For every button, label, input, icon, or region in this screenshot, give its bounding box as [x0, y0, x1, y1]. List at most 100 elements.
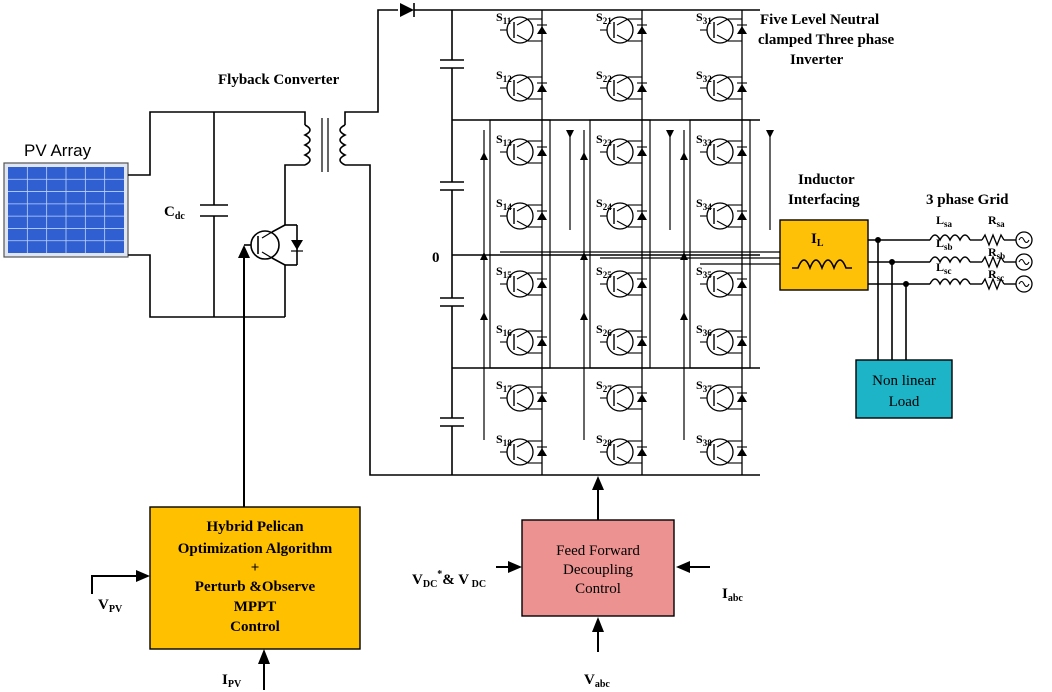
switch-label: S31 — [696, 10, 712, 26]
igbt-switch: S37 — [696, 378, 747, 412]
switch-label: S16 — [496, 322, 512, 338]
cdc-label: Cdc — [164, 204, 185, 222]
switch-label: S36 — [696, 322, 712, 338]
switch-label: S12 — [496, 68, 512, 84]
mppt-line5: MPPT — [234, 599, 277, 615]
zero-label: 0 — [432, 250, 440, 266]
igbt-switch: S25 — [596, 264, 647, 298]
switch-label: S17 — [496, 378, 512, 394]
flyback-label: Flyback Converter — [218, 72, 340, 88]
igbt-switch: S36 — [696, 322, 747, 356]
grid-network — [868, 231, 1033, 360]
switch-label: S26 — [596, 322, 612, 338]
ffdc-line3: Control — [575, 581, 621, 597]
switch-label: S25 — [596, 264, 612, 280]
inverter-switch-legs: S11S12S13S14S15S16S17S18S21S22S23S24S25S… — [480, 10, 774, 475]
grid-inductor-label-b: Lsb — [936, 236, 953, 252]
switch-label: S18 — [496, 432, 512, 448]
switch-label: S32 — [696, 68, 712, 84]
grid-phase-row — [929, 275, 1033, 293]
inductor-block-label: IL — [811, 231, 824, 249]
igbt-switch: S32 — [696, 68, 747, 102]
switch-label: S34 — [696, 196, 712, 212]
igbt-switch: S31 — [696, 10, 747, 44]
inverter-title-line2: clamped Three phase — [758, 32, 894, 48]
igbt-switch: S16 — [496, 322, 547, 356]
switch-label: S11 — [496, 10, 512, 26]
vpv-input-arrow — [91, 570, 150, 594]
switch-label: S14 — [496, 196, 512, 212]
phase-output-lines — [500, 251, 780, 265]
switch-label: S22 — [596, 68, 612, 84]
vdc-label: VDC*& V DC — [412, 569, 486, 590]
mppt-line2: Optimization Algorithm — [178, 541, 333, 557]
grid-resistor-label-a: Rsa — [988, 213, 1005, 229]
mppt-control-block: Hybrid Pelican Optimization Algorithm + … — [149, 506, 361, 650]
pv-wiring — [128, 111, 306, 318]
pv-array-label: PV Array — [24, 141, 92, 160]
ffdc-line1: Feed Forward — [556, 543, 640, 559]
vdc-input-arrow — [496, 561, 522, 573]
ffdc-line2: Decoupling — [563, 562, 633, 578]
ipv-input-arrow — [258, 649, 270, 690]
switch-label: S21 — [596, 10, 612, 26]
igbt-switch: S27 — [596, 378, 647, 412]
level-buses — [452, 119, 760, 476]
igbt-switch: S21 — [596, 10, 647, 44]
igbt-switch: S33 — [696, 132, 747, 166]
switch-label: S38 — [696, 432, 712, 448]
switch-label: S23 — [596, 132, 612, 148]
nonlinear-load-line2: Load — [889, 394, 920, 410]
flyback-transformer — [284, 3, 760, 476]
grid-resistor-label-b: Rsb — [988, 245, 1005, 261]
switch-label: S15 — [496, 264, 512, 280]
switch-label: S28 — [596, 432, 612, 448]
switch-label: S35 — [696, 264, 712, 280]
switch-label: S13 — [496, 132, 512, 148]
grid-phase-row — [929, 231, 1033, 249]
inverter-title-line1: Five Level Neutral — [760, 12, 879, 28]
dc-link — [440, 10, 464, 475]
flyback-switch — [244, 224, 303, 317]
inductor-interfacing-block: IL — [779, 219, 869, 291]
vabc-input-arrow — [592, 617, 604, 652]
iabc-input-arrow — [676, 561, 710, 573]
grid-resistor-label-c: Rsc — [988, 267, 1004, 283]
switch-label: S33 — [696, 132, 712, 148]
grid-phase-row — [929, 253, 1033, 271]
igbt-switch: S18 — [496, 432, 547, 466]
igbt-switch: S12 — [496, 68, 547, 102]
igbt-switch: S22 — [596, 68, 647, 102]
ipv-label: IPV — [222, 672, 242, 690]
switch-label: S37 — [696, 378, 712, 394]
igbt-switch: S35 — [696, 264, 747, 298]
mppt-line3: + — [251, 560, 260, 576]
inverter-title-line3: Inverter — [790, 52, 844, 68]
inductor-caption-line2: Interfacing — [788, 192, 860, 208]
igbt-switch: S11 — [496, 10, 547, 44]
igbt-switch: S15 — [496, 264, 547, 298]
igbt-switch: S17 — [496, 378, 547, 412]
igbt-switch: S38 — [696, 432, 747, 466]
mppt-line1: Hybrid Pelican — [206, 519, 304, 535]
igbt-switch: S26 — [596, 322, 647, 356]
grid-label: 3 phase Grid — [926, 192, 1009, 208]
switch-label: S27 — [596, 378, 612, 394]
pv-array-panel — [3, 162, 129, 258]
igbt-switch: S13 — [496, 132, 547, 166]
feed-forward-decoupling-block: Feed Forward Decoupling Control — [521, 519, 675, 617]
mppt-line6: Control — [230, 619, 280, 635]
iabc-label: Iabc — [722, 586, 743, 604]
inductor-caption-line1: Inductor — [798, 172, 855, 188]
igbt-switch: S24 — [596, 196, 647, 230]
ffdc-to-inverter-arrow — [592, 476, 604, 520]
nonlinear-load-line1: Non linear — [872, 373, 936, 389]
igbt-switch: S34 — [696, 196, 747, 230]
vpv-label: VPV — [98, 597, 123, 615]
grid-inductor-label-a: Lsa — [936, 213, 953, 229]
igbt-switch: S28 — [596, 432, 647, 466]
